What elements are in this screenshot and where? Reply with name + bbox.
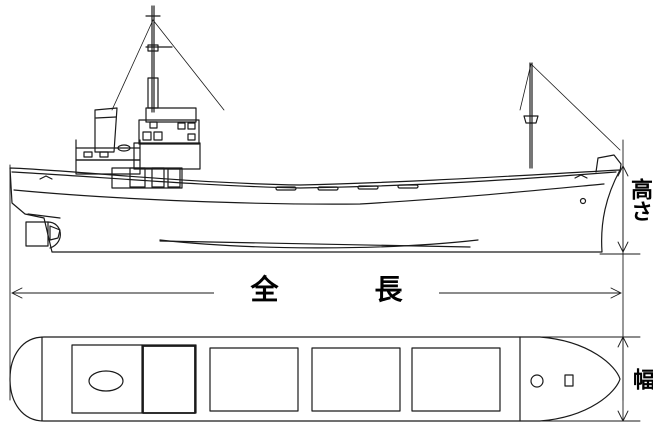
hull-ports — [39, 174, 588, 205]
bulwark-line — [11, 171, 617, 189]
hatch-3 — [411, 347, 501, 412]
hull — [9, 154, 622, 253]
height-arrowhead-top — [617, 165, 629, 177]
plan-view — [9, 336, 621, 422]
hatch-1 — [209, 347, 299, 412]
forecastle — [595, 154, 622, 173]
deckhouse — [71, 344, 197, 414]
mast-base — [530, 374, 544, 388]
hatch-2 — [311, 347, 401, 412]
beam-label: 幅 — [629, 368, 653, 390]
length-arrowhead-right — [610, 287, 622, 299]
bilge-line — [159, 239, 479, 249]
cargo-hatches — [71, 344, 574, 414]
length-arrowhead-left — [11, 287, 23, 299]
funnel-top — [88, 370, 124, 392]
height-arrowhead-bottom — [617, 241, 629, 253]
dimension-lines — [9, 139, 641, 422]
windlass — [564, 374, 574, 387]
rigging-lines — [111, 19, 621, 151]
rudder-propeller — [25, 213, 61, 249]
funnel — [94, 107, 118, 153]
fore-mast — [523, 62, 539, 169]
hull-outline — [9, 167, 621, 253]
deck-line — [13, 183, 605, 205]
plan-hull-outline — [9, 336, 621, 422]
side-view — [9, 5, 622, 253]
height-label: 高さ — [627, 178, 652, 222]
main-mast — [145, 5, 173, 113]
